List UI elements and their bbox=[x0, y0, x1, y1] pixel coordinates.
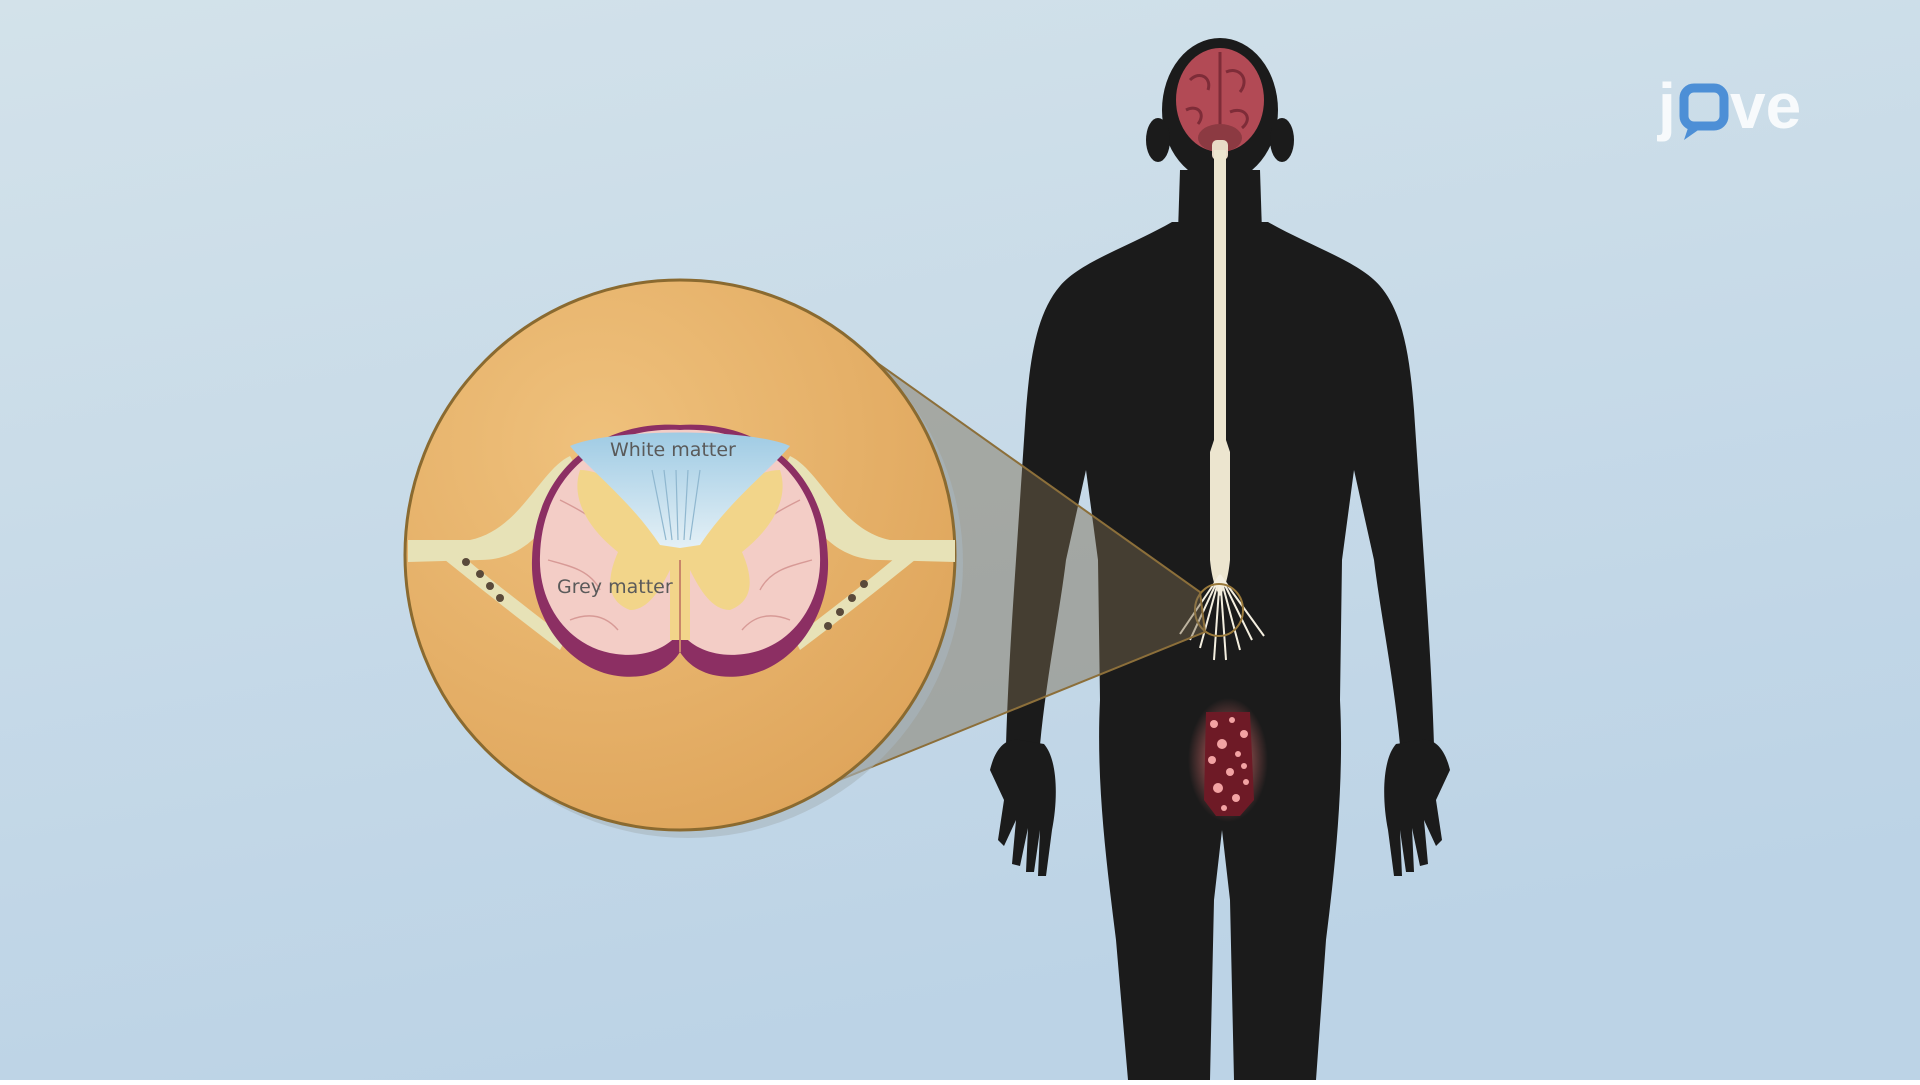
svg-text:ve: ve bbox=[1730, 70, 1801, 142]
white-matter-label: White matter bbox=[610, 439, 736, 461]
magnified-view bbox=[403, 278, 963, 838]
jove-logo-graphic: j ve bbox=[1657, 70, 1801, 142]
grey-matter-shape bbox=[577, 470, 783, 640]
jove-logo: j ve bbox=[1650, 60, 1830, 150]
white-matter-shape bbox=[570, 432, 790, 548]
body-silhouette bbox=[990, 38, 1450, 1080]
tumor-cluster bbox=[1188, 698, 1268, 822]
grey-matter-label: Grey matter bbox=[557, 576, 673, 598]
spinal-cross-section bbox=[531, 424, 829, 677]
brain bbox=[1176, 48, 1264, 160]
spinal-cord bbox=[1179, 150, 1265, 661]
svg-text:j: j bbox=[1657, 70, 1677, 142]
